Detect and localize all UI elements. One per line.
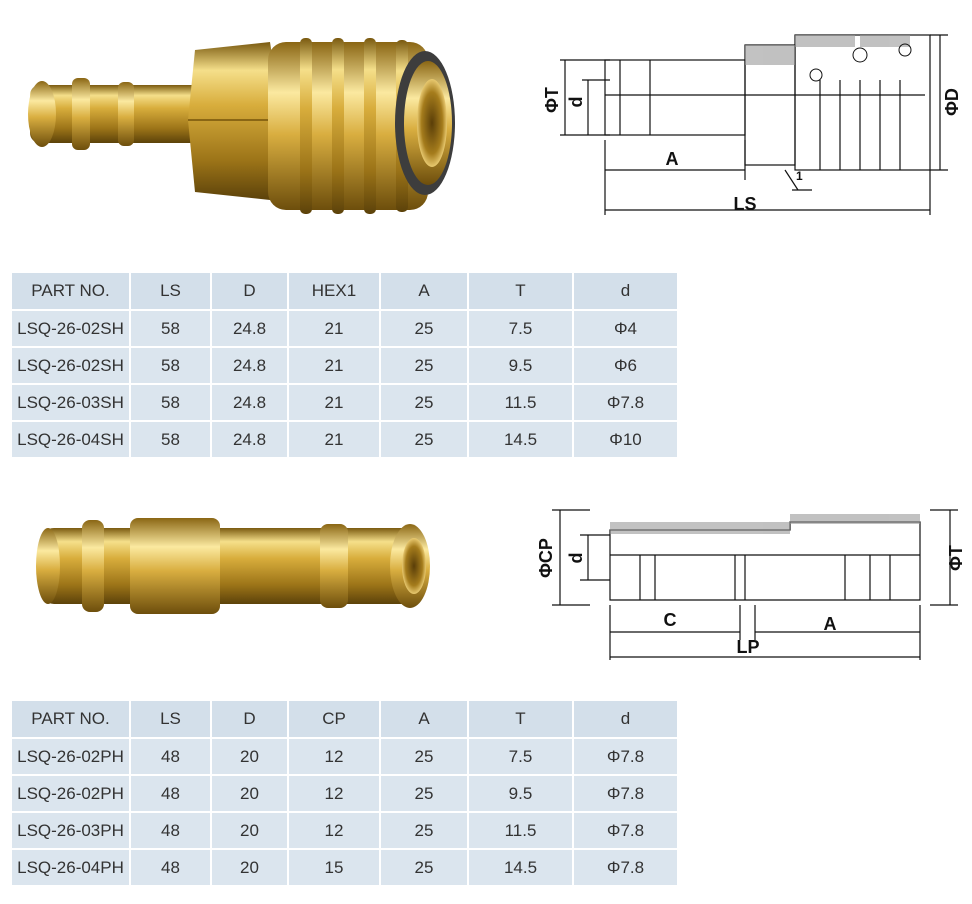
plug-col-small-d: d xyxy=(574,701,677,737)
plug-label-a: A xyxy=(824,614,837,634)
table-cell: 25 xyxy=(381,813,467,848)
plug-label-lp: LP xyxy=(736,637,759,657)
table-cell: 58 xyxy=(131,348,210,383)
plug-col-t: T xyxy=(469,701,572,737)
table-cell: Φ7.8 xyxy=(574,739,677,774)
table-cell: 20 xyxy=(212,776,287,811)
table-cell: 20 xyxy=(212,739,287,774)
socket-col-part-no: PART NO. xyxy=(12,273,129,309)
plug-col-part-no: PART NO. xyxy=(12,701,129,737)
table-cell: Φ7.8 xyxy=(574,850,677,885)
table-row: LSQ-26-04PH 48 20 15 25 14.5 Φ7.8 xyxy=(12,850,677,885)
table-cell: 9.5 xyxy=(469,348,572,383)
plug-label-t: ΦT xyxy=(946,545,966,571)
plug-photo xyxy=(36,518,430,614)
table-cell: 25 xyxy=(381,348,467,383)
table-cell: Φ6 xyxy=(574,348,677,383)
table-cell: LSQ-26-02PH xyxy=(12,739,129,774)
table-cell: LSQ-26-02SH xyxy=(12,348,129,383)
table-cell: LSQ-26-04SH xyxy=(12,422,129,457)
socket-label-angle: 1 xyxy=(796,169,803,183)
socket-col-hex1: HEX1 xyxy=(289,273,379,309)
table-cell: Φ7.8 xyxy=(574,385,677,420)
table-cell: Φ7.8 xyxy=(574,776,677,811)
table-cell: 25 xyxy=(381,776,467,811)
socket-label-ls: LS xyxy=(733,194,756,214)
socket-col-a: A xyxy=(381,273,467,309)
table-cell: 48 xyxy=(131,776,210,811)
table-cell: 25 xyxy=(381,739,467,774)
table-cell: 12 xyxy=(289,739,379,774)
table-cell: 58 xyxy=(131,422,210,457)
table-cell: Φ4 xyxy=(574,311,677,346)
table-cell: 58 xyxy=(131,385,210,420)
table-cell: 25 xyxy=(381,422,467,457)
table-row: LSQ-26-02SH 58 24.8 21 25 7.5 Φ4 xyxy=(12,311,677,346)
table-cell: 21 xyxy=(289,348,379,383)
socket-spec-table: PART NO. LS D HEX1 A T d LSQ-26-02SH 58 … xyxy=(10,271,679,459)
table-cell: 24.8 xyxy=(212,385,287,420)
table-cell: 21 xyxy=(289,422,379,457)
table-cell: 14.5 xyxy=(469,850,572,885)
table-cell: 21 xyxy=(289,311,379,346)
table-cell: 12 xyxy=(289,813,379,848)
table-cell: 25 xyxy=(381,850,467,885)
table-cell: LSQ-26-04PH xyxy=(12,850,129,885)
table-cell: LSQ-26-03PH xyxy=(12,813,129,848)
plug-table-header-row: PART NO. LS D CP A T d xyxy=(12,701,677,737)
table-cell: 25 xyxy=(381,311,467,346)
table-cell: 11.5 xyxy=(469,813,572,848)
table-cell: 21 xyxy=(289,385,379,420)
socket-drawing: ΦT d ΦD A LS 1 xyxy=(542,34,962,215)
table-cell: 12 xyxy=(289,776,379,811)
table-cell: Φ10 xyxy=(574,422,677,457)
socket-col-d: D xyxy=(212,273,287,309)
table-cell: 24.8 xyxy=(212,311,287,346)
table-cell: 48 xyxy=(131,813,210,848)
table-row: LSQ-26-02SH 58 24.8 21 25 9.5 Φ6 xyxy=(12,348,677,383)
table-cell: LSQ-26-02SH xyxy=(12,311,129,346)
table-cell: 7.5 xyxy=(469,739,572,774)
table-cell: 7.5 xyxy=(469,311,572,346)
table-cell: 58 xyxy=(131,311,210,346)
plug-label-cp: ΦCP xyxy=(536,538,556,578)
socket-label-a: A xyxy=(666,149,679,169)
plug-label-c: C xyxy=(664,610,677,630)
table-cell: Φ7.8 xyxy=(574,813,677,848)
socket-label-t: ΦT xyxy=(542,87,562,113)
table-cell: 48 xyxy=(131,850,210,885)
table-row: LSQ-26-02PH 48 20 12 25 7.5 Φ7.8 xyxy=(12,739,677,774)
table-cell: 24.8 xyxy=(212,348,287,383)
plug-spec-table: PART NO. LS D CP A T d LSQ-26-02PH 48 20… xyxy=(10,699,679,887)
plug-drawing: ΦCP d ΦT C A LP xyxy=(536,509,966,660)
socket-col-small-d: d xyxy=(574,273,677,309)
table-row: LSQ-26-03SH 58 24.8 21 25 11.5 Φ7.8 xyxy=(12,385,677,420)
table-cell: 20 xyxy=(212,850,287,885)
table-cell: LSQ-26-02PH xyxy=(12,776,129,811)
table-cell: 20 xyxy=(212,813,287,848)
plug-col-cp: CP xyxy=(289,701,379,737)
table-cell: 24.8 xyxy=(212,422,287,457)
table-cell: 25 xyxy=(381,385,467,420)
table-cell: 11.5 xyxy=(469,385,572,420)
socket-label-d: d xyxy=(566,97,586,108)
socket-table-header-row: PART NO. LS D HEX1 A T d xyxy=(12,273,677,309)
table-cell: 48 xyxy=(131,739,210,774)
table-row: LSQ-26-02PH 48 20 12 25 9.5 Φ7.8 xyxy=(12,776,677,811)
socket-label-big-d: ΦD xyxy=(942,88,962,116)
socket-col-ls: LS xyxy=(131,273,210,309)
plug-label-d: d xyxy=(566,553,586,564)
plug-col-d: D xyxy=(212,701,287,737)
table-row: LSQ-26-04SH 58 24.8 21 25 14.5 Φ10 xyxy=(12,422,677,457)
table-cell: 9.5 xyxy=(469,776,572,811)
table-row: LSQ-26-03PH 48 20 12 25 11.5 Φ7.8 xyxy=(12,813,677,848)
plug-col-ls: LS xyxy=(131,701,210,737)
socket-photo xyxy=(28,38,455,214)
table-cell: 15 xyxy=(289,850,379,885)
table-cell: 14.5 xyxy=(469,422,572,457)
table-cell: LSQ-26-03SH xyxy=(12,385,129,420)
plug-col-a: A xyxy=(381,701,467,737)
socket-col-t: T xyxy=(469,273,572,309)
